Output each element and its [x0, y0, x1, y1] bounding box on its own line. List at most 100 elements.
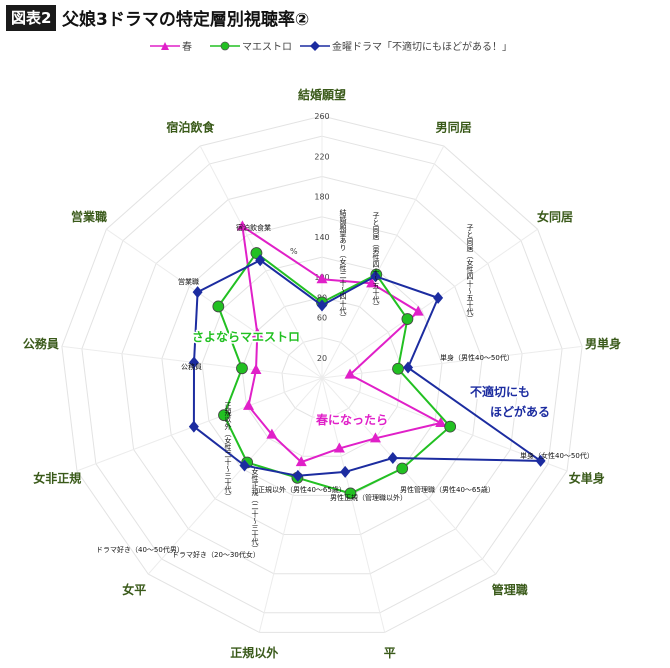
point-maestro-4 [444, 420, 457, 433]
point-futekisetsu-12 [255, 254, 266, 267]
point-haru-0 [316, 273, 328, 284]
point-futekisetsu-9 [188, 420, 199, 433]
category-label-10: 公務員 [23, 336, 59, 351]
grid-ring-260 [61, 115, 583, 633]
point-haru-6 [333, 442, 345, 453]
overlay-label-futekisetsu-2: ほどがある [490, 404, 550, 419]
point-futekisetsu-3 [403, 361, 414, 374]
legend-marker-circle [210, 41, 240, 50]
category-label-12: 宿泊飲食 [166, 119, 215, 134]
annotation-drama-female: ドラマ好き（20～30代女） [172, 550, 260, 559]
legend-item-futekisetsu: 金曜ドラマ「不適切にもほどがある！」 [300, 38, 512, 53]
radar-series [188, 220, 546, 500]
legend-label-futekisetsu: 金曜ドラマ「不適切にもほどがある！」 [332, 42, 512, 53]
point-maestro-2 [401, 313, 414, 325]
grid-spoke-7 [258, 377, 323, 633]
annotation-ko-doukyo-female: 子と同居（女性四十～五十代） [466, 224, 474, 322]
header: 図表2 父娘3ドラマの特定層別視聴率② [0, 0, 670, 34]
tick-label-60: 60 [317, 314, 327, 323]
legend-label-maestro: マエストロ [242, 42, 292, 53]
point-haru-3 [344, 368, 356, 379]
annotation-ko-doukyo-male: 子と同居（男性四十～五十代） [372, 212, 380, 310]
legend-label-haru: 春 [182, 42, 192, 53]
tick-label-180: 180 [314, 193, 329, 202]
point-maestro-10 [236, 362, 248, 375]
point-haru-12 [236, 220, 248, 231]
point-maestro-9 [218, 409, 230, 422]
series-line-1 [217, 251, 452, 495]
annotation-hiseiki-female: 正規以外（女性二十～三十代） [224, 402, 232, 500]
point-haru-9 [243, 399, 255, 410]
annotation-kanrishoku: 男性管理職（男性40～65歳） [400, 485, 495, 494]
point-haru-5 [369, 432, 381, 443]
legend-item-haru: 春 [150, 38, 192, 53]
overlay-label-futekisetsu-1: 不適切にも [470, 384, 530, 399]
annotation-kekkon: 結婚願望あり（女性二十～四十代） [339, 208, 347, 321]
grid-ring-40 [281, 337, 363, 418]
category-label-1: 男同居 [436, 120, 472, 134]
annotation-tanshin-female: 単身（女性40～50代） [520, 451, 594, 460]
category-label-7: 正規以外 [230, 645, 278, 660]
tick-label-140: 140 [314, 233, 329, 242]
point-futekisetsu-5 [387, 451, 398, 464]
grid-spoke-8 [147, 377, 323, 575]
annotation-shukuhaku: 宿泊飲食業 [236, 223, 271, 232]
category-label-0: 結婚願望 [298, 87, 346, 102]
tick-label-20: 20 [317, 354, 327, 363]
legend-marker-triangle [150, 41, 180, 50]
point-futekisetsu-11 [192, 286, 203, 299]
point-haru-7 [295, 456, 307, 467]
point-haru-4 [435, 417, 447, 428]
point-futekisetsu-8 [239, 459, 250, 472]
point-haru-8 [266, 428, 278, 439]
radar-grid [61, 115, 583, 633]
category-label-11: 営業職 [71, 209, 107, 224]
category-label-3: 男単身 [585, 336, 621, 351]
point-futekisetsu-10 [188, 356, 199, 369]
overlay-label-maestro: さよならマエストロ [192, 330, 300, 344]
point-haru-11 [251, 327, 263, 338]
chart-title: 父娘3ドラマの特定層別視聴率② [62, 10, 310, 30]
category-label-5: 管理職 [492, 582, 528, 597]
point-futekisetsu-6 [340, 465, 351, 478]
point-haru-2 [412, 305, 424, 316]
legend: 春 マエストロ 金曜ドラマ「不適切にもほどがある！」 [0, 36, 670, 54]
grid-spoke-5 [321, 377, 497, 575]
grid-spoke-2 [321, 228, 538, 379]
legend-item-maestro: マエストロ [210, 38, 292, 53]
category-label-9: 女非正規 [33, 470, 81, 485]
category-label-4: 女単身 [569, 470, 605, 485]
annotation-seiki: 男性正規（管理職以外） [330, 493, 407, 502]
category-label-6: 平 [384, 646, 396, 660]
grid-ring-200 [121, 175, 523, 575]
annotation-hiseiki-male: 正規以外（男性40～65歳） [258, 485, 346, 494]
grid-spoke-6 [321, 377, 386, 633]
category-label-2: 女同居 [537, 209, 573, 224]
point-maestro-5 [396, 462, 409, 475]
annotation-eigyou: 営業職 [178, 277, 199, 286]
annotation-koumuin: 公務員 [181, 362, 202, 371]
grid-ring-160 [161, 216, 483, 535]
point-futekisetsu-1 [370, 270, 381, 283]
grid-ring-240 [81, 135, 563, 614]
figure-badge: 図表2 [6, 5, 57, 31]
series-line-2 [192, 259, 544, 477]
annotation-josei-seiki: 女性正規（二十～三十代） [251, 467, 259, 552]
point-haru-1 [366, 277, 378, 288]
grid-spoke-3 [321, 345, 583, 379]
tick-label-220: 220 [314, 152, 329, 161]
grid-ring-120 [201, 256, 443, 496]
tick-label-260: 260 [314, 112, 329, 121]
annotation-drama-male: ドラマ好き（40～50代男） [96, 545, 184, 554]
grid-spoke-9 [76, 377, 323, 472]
overlay-label-haru: 春になったら [315, 412, 388, 427]
percent-label: % [290, 247, 298, 256]
point-futekisetsu-2 [433, 291, 444, 304]
point-maestro-3 [392, 362, 404, 375]
point-futekisetsu-7 [292, 469, 303, 482]
point-futekisetsu-0 [317, 299, 327, 312]
category-label-8: 女平 [122, 582, 146, 597]
annotation-tanshin-male: 単身（男性40～50代） [440, 353, 514, 362]
